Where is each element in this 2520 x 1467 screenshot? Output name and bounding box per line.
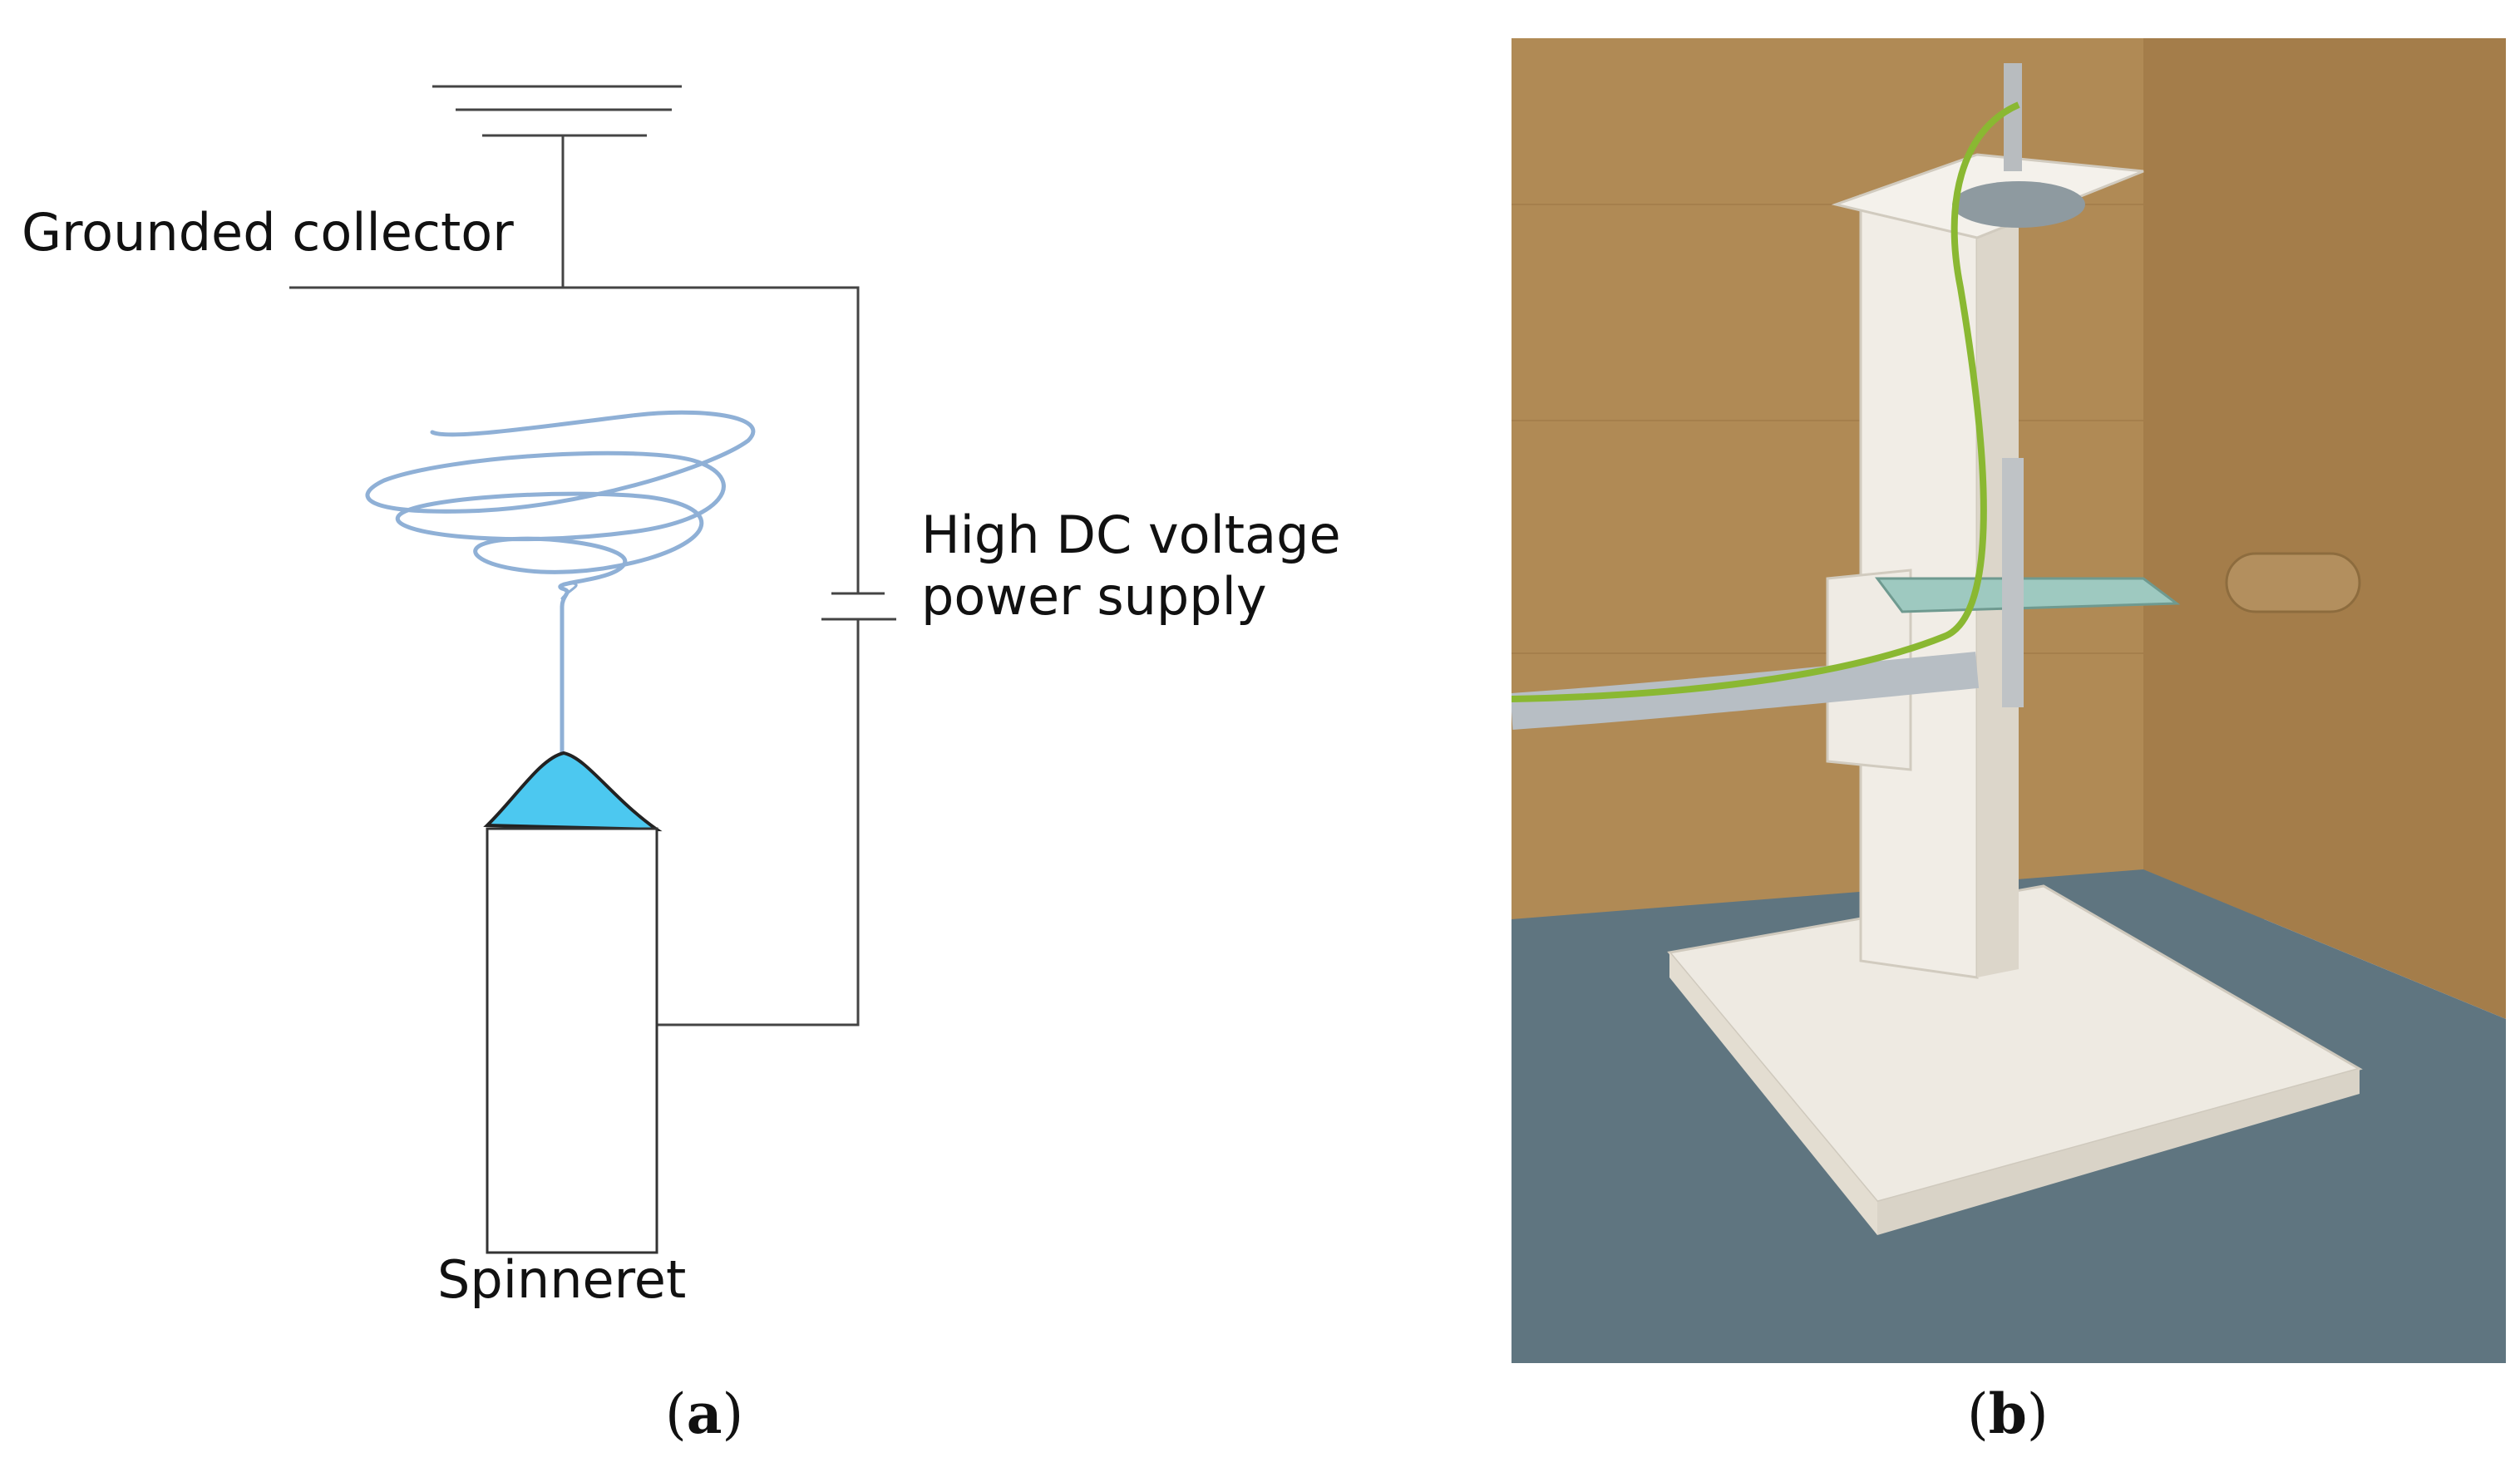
- glass-plate: [1875, 577, 2181, 613]
- spinneret-body: [486, 827, 658, 1254]
- circuit-wire: [289, 135, 860, 1026]
- collector-bolt: [2004, 63, 2022, 171]
- power-supply-label: High DC voltage power supply: [921, 505, 1341, 628]
- feed-tube: [1512, 652, 1980, 730]
- power-supply-label-line2: power supply: [921, 566, 1267, 628]
- taylor-cone: [483, 751, 663, 832]
- electrospinning-schematic: [289, 85, 896, 1254]
- caption-a-letter: a: [686, 1381, 722, 1446]
- caption-b-letter: b: [1988, 1381, 2027, 1446]
- caption-b: (b): [1967, 1381, 2049, 1446]
- cardboard-side-wall: [2143, 38, 2506, 1019]
- fiber-jet: [365, 410, 756, 756]
- grounded-collector-label: Grounded collector: [22, 202, 514, 263]
- collector-disc: [1952, 181, 2085, 228]
- spinneret-needle: [2002, 458, 2024, 707]
- ground-symbol: [432, 85, 682, 137]
- apparatus-photo: [1512, 38, 2506, 1363]
- caption-b-open: (: [1967, 1382, 1989, 1446]
- power-supply-label-line1: High DC voltage: [921, 505, 1341, 565]
- stand-base-edge: [1877, 1069, 2360, 1235]
- caption-a-close: ): [722, 1382, 744, 1446]
- caption-a: (a): [665, 1381, 743, 1446]
- spinneret-label: Spinneret: [437, 1249, 687, 1310]
- caption-b-close: ): [2026, 1382, 2049, 1446]
- ground-cable: [1512, 101, 2020, 702]
- stand-base-edge-left: [1669, 953, 1877, 1235]
- dc-source-symbol: [821, 592, 896, 621]
- caption-a-open: (: [665, 1382, 687, 1446]
- wall-slot: [2225, 552, 2361, 613]
